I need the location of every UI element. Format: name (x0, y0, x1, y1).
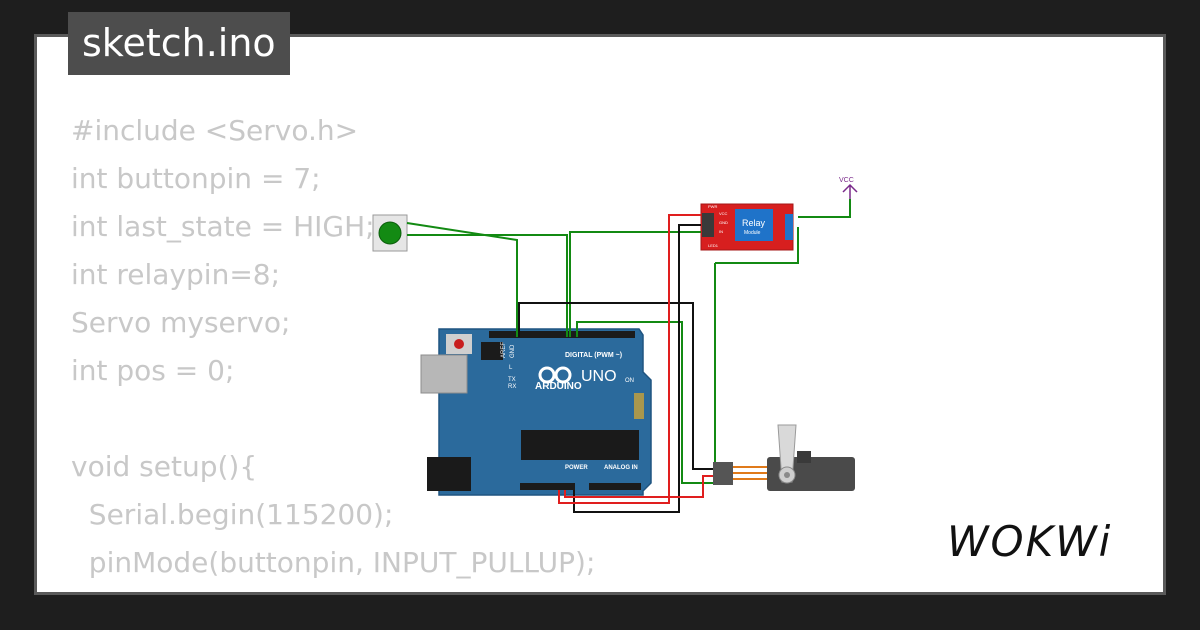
on-label: ON (625, 378, 634, 384)
aref-label: AREF (501, 342, 507, 358)
code-line[interactable]: pinMode(buttonpin, INPUT_PULLUP); (71, 546, 596, 579)
relay-pin-vcc: VCC (719, 211, 728, 216)
icsp2-header (634, 393, 644, 419)
wokwi-logo: WOKWi (947, 517, 1112, 566)
power-label: POWER (565, 465, 588, 471)
servo-horn (777, 424, 797, 483)
relay-led-label: LED1 (708, 243, 719, 248)
relay-module[interactable]: Relay Module VCC GND IN PWR LED1 (700, 203, 794, 251)
rx-label: RX (508, 384, 516, 390)
digital-header (489, 331, 635, 338)
code-line[interactable]: Servo myservo; (71, 306, 291, 339)
power-jack (427, 457, 471, 491)
relay-sublabel: Module (744, 230, 761, 236)
code-editor[interactable]: #include <Servo.h> int buttonpin = 7; int … (71, 107, 596, 592)
arduino-logo-icon (538, 366, 556, 384)
vcc-marker[interactable]: VCC (839, 177, 858, 199)
file-tab[interactable]: sketch.ino (68, 12, 290, 75)
wires (406, 199, 851, 513)
icsp-header (481, 342, 503, 360)
usb-port (420, 354, 468, 394)
gnd-label: GND (510, 344, 516, 358)
servo-connector (713, 462, 733, 485)
code-line[interactable]: Serial.begin(115200); (71, 498, 394, 531)
relay-pin-gnd: GND (719, 220, 728, 225)
servo-motor[interactable] (713, 424, 855, 491)
analog-header (589, 483, 641, 490)
code-line[interactable]: int last_state = HIGH; (71, 210, 375, 243)
analog-label: ANALOG IN (604, 465, 638, 471)
l-led-label: L (509, 365, 513, 371)
push-button[interactable] (372, 214, 408, 252)
code-line[interactable]: #include <Servo.h> (71, 114, 359, 147)
code-line[interactable]: int relaypin=8; (71, 258, 281, 291)
relay-cube (735, 209, 773, 241)
tx-label: TX (508, 377, 516, 383)
wokwi-logo-text: WOKWi (947, 517, 1112, 566)
relay-input-header (702, 213, 714, 237)
canvas-card: #include <Servo.h> int buttonpin = 7; int … (34, 34, 1166, 595)
code-line[interactable]: void setup(){ (71, 450, 258, 483)
arduino-uno-board[interactable]: AREF GND DIGITAL (PWM ~) ARDUINO UNO ON … (420, 328, 652, 496)
relay-pin-in: IN (719, 229, 723, 234)
atmega-chip (521, 430, 639, 460)
reset-button-cap[interactable] (454, 339, 464, 349)
circuit-diagram[interactable]: AREF GND DIGITAL (PWM ~) ARDUINO UNO ON … (37, 37, 1166, 595)
digital-label: DIGITAL (PWM ~) (565, 352, 622, 359)
power-header (520, 483, 575, 490)
relay-terminal-block (785, 214, 793, 240)
code-line[interactable]: int pos = 0; (71, 354, 235, 387)
relay-pwr-label: PWR (708, 204, 717, 209)
uno-label: UNO (581, 368, 617, 385)
push-button-cap[interactable] (378, 221, 402, 245)
relay-label: Relay (742, 218, 766, 228)
vcc-label: VCC (839, 177, 854, 184)
code-line[interactable]: int buttonpin = 7; (71, 162, 321, 195)
arduino-logo-text: ARDUINO (535, 381, 582, 392)
